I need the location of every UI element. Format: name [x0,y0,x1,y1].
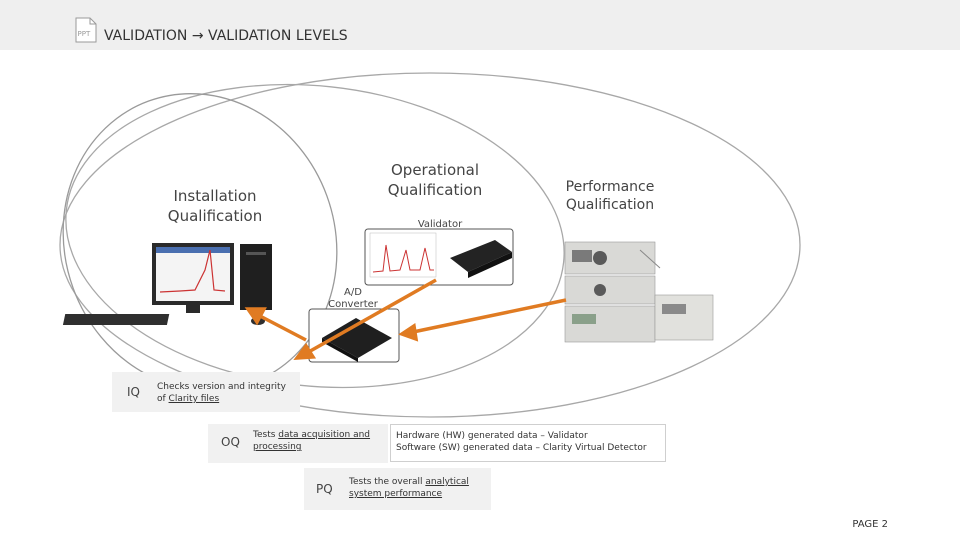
ad-label-line1: A/D [344,287,362,298]
computer-icon [62,243,272,325]
breadcrumb: VALIDATION → VALIDATION LEVELS [104,28,348,44]
validator-label: Validator [417,219,463,230]
oq-abbr: OQ [221,435,240,449]
data-acquisition-link[interactable]: data acquisition and [278,430,371,440]
pq-abbr: PQ [316,482,333,496]
oq-label: Operational Qualification [387,161,483,199]
oq-legend-box [208,424,388,463]
iq-description: Checks version and integrity of Clarity … [157,381,286,405]
iq-label: Installation Qualification [167,187,263,225]
arrow-hplc-to-ad [398,298,567,342]
pq-description: Tests the overall analytical system perf… [349,476,469,500]
oq-desc-prefix: Tests [253,430,279,440]
arrow-validator-to-ad [293,278,437,360]
iq-abbr: IQ [127,385,140,399]
analytical-link[interactable]: analytical [425,477,469,487]
pq-label: Performance Qualification [565,179,655,214]
ad-converter-label: A/D Converter [318,287,388,311]
sw-desc: Software (SW) generated data – Clarity V… [396,443,647,454]
pq-desc-line2: system performance [349,488,469,500]
ad-label-line2: Converter [328,299,378,310]
pq-desc-prefix: Tests the overall [349,477,426,487]
pq-legend-box [304,468,491,510]
ppt-file-icon: PPT [75,17,97,43]
hplc-system-image [564,241,714,343]
iq-legend-box [112,372,300,412]
hw-sw-description: Hardware (HW) generated data – Validator… [396,430,647,454]
oq-desc-line2: processing [253,441,370,453]
page-number: PAGE 2 [852,519,888,530]
validator-device [364,228,514,286]
iq-desc-line1: Checks version and integrity [157,382,286,392]
oq-description: Tests data acquisition and processing [253,429,370,453]
iq-desc-line2: of Clarity files [157,393,286,405]
header-bar [0,0,960,50]
clarity-files-link[interactable]: Clarity files [168,394,220,405]
iq-desc-prefix: of [157,394,169,405]
arrow-ad-to-computer [244,307,307,342]
oq-desc-line1: Tests data acquisition and [253,429,370,441]
pq-desc-line1: Tests the overall analytical [349,476,469,488]
hw-sw-box [390,424,666,462]
pq-ellipse [59,72,801,418]
system-performance-link[interactable]: system performance [349,489,443,500]
processing-link[interactable]: processing [253,442,302,453]
hw-desc: Hardware (HW) generated data – Validator [396,431,588,441]
ad-converter-device [308,308,400,363]
ppt-icon-text: PPT [78,30,91,38]
